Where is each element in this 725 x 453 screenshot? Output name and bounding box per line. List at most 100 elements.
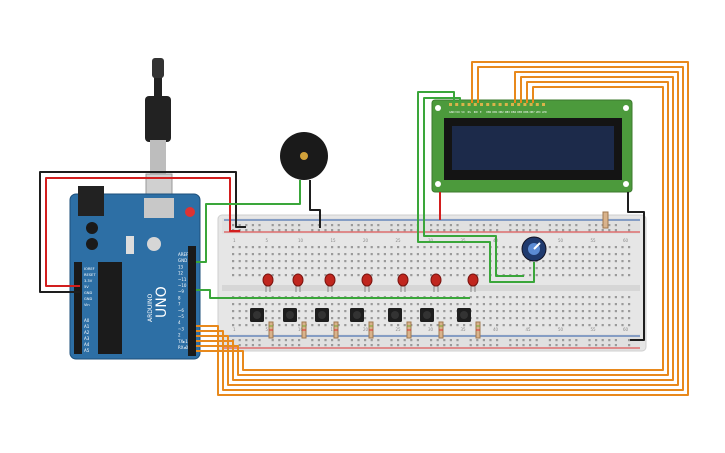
power-pin-label: 3.3V [84,279,93,283]
lcd-pin-label: V0 [461,111,465,114]
digital-pin-label: ~5 [178,314,184,319]
column-number: 55 [591,327,597,332]
led[interactable] [324,273,336,287]
digital-pin-label: 12 [178,271,184,276]
lcd-pin-label: LED [542,111,547,114]
led[interactable] [292,273,304,287]
buzzer-gnd-wire[interactable] [309,180,321,228]
led[interactable] [467,273,479,287]
column-number: 10 [298,327,304,332]
column-number: 55 [591,238,597,243]
column-number: 1 [233,327,236,332]
column-number: 60 [623,238,629,243]
digital-pin-label: TX▸1 [177,339,188,344]
vcc-wire[interactable] [45,177,240,287]
lcd-pin-label: DB4 [511,111,516,114]
lcd-pin-label: DB6 [523,111,528,114]
lcd-pin-label: VCC [455,111,460,114]
lcd-pin-label: DB7 [530,111,535,114]
digital-pin-label: 2 [178,333,181,338]
arduino-board[interactable]: UNO ARDUINO AREFGND1312~11~10~987~6~54~3… [69,186,201,360]
column-number: 45 [526,327,532,332]
lcd-gnd-wire[interactable] [627,192,645,341]
analog-pin-label: A5 [84,348,90,353]
lcd-data-wire[interactable] [196,66,684,391]
lcd-pin-label: RS [468,111,472,114]
board-model-label: UNO [154,286,170,318]
analog-pin-label: A2 [84,330,90,335]
column-number: 20 [363,327,369,332]
resistors[interactable] [268,321,481,339]
lcd-pin-label: DB1 [492,111,497,114]
digital-pin-label: 4 [178,320,181,325]
digital-pin-label: ~6 [178,308,184,313]
usb-cable[interactable] [145,58,173,211]
column-number: 35 [461,238,467,243]
led[interactable] [397,273,409,287]
lcd-pin-label: DB5 [517,111,522,114]
digital-pin-label: GND [178,258,187,263]
power-pin-label: GND [84,297,92,301]
lcd-data-wire[interactable] [196,86,664,371]
lcd-pin-label: RW [474,111,479,114]
lcd-pin-label: LED [536,111,541,114]
column-number: 10 [298,238,304,243]
digital-pin-label: 8 [178,295,181,300]
led[interactable] [262,273,274,287]
column-number: 25 [396,238,402,243]
gnd-wire[interactable] [39,171,246,293]
analog-pin-label: A0 [84,318,90,323]
analog-pin-label: A4 [84,342,90,347]
column-number: 20 [363,238,369,243]
digital-pin-label: ~3 [178,326,184,331]
potentiometer[interactable] [521,236,547,262]
column-number: 5 [266,238,269,243]
digital-pin-label: 13 [178,264,184,269]
lcd-pin-label: GND [449,111,455,114]
column-number: 15 [331,238,337,243]
backlight-resistor[interactable] [602,211,609,229]
push-buttons[interactable] [250,308,471,322]
wires[interactable] [39,61,689,396]
lcd-pin-label: DB2 [499,111,504,114]
power-pin-label: RESET [84,273,96,277]
column-number: 50 [558,238,564,243]
buzzer[interactable] [280,132,328,180]
analog-pin-label: A1 [84,324,90,329]
digital-pin-label: AREF [178,252,189,257]
column-number: 25 [396,327,402,332]
lcd-data-wire[interactable] [196,76,674,381]
column-numbers: 1155101015152020252530303535404045455050… [233,238,629,332]
digital-pin-label: ~10 [178,283,187,288]
column-number: 40 [493,327,499,332]
lcd-data-wire[interactable] [196,71,679,386]
buzzer-signal-wire[interactable] [196,180,301,263]
digital-pin-label: 7 [178,302,181,307]
digital-pin-label: RX◂0 [178,345,189,350]
board-brand-label: ARDUINO [147,293,154,322]
lcd-wire-1[interactable] [417,91,535,283]
lcd-data-wire[interactable] [196,61,689,396]
column-number: 5 [266,327,269,332]
power-pin-label: IOREF [84,267,95,271]
column-number: 1 [233,238,236,243]
power-pin-label: GND [84,291,92,295]
lcd-screen [452,126,614,170]
led-bus-wire[interactable] [196,289,470,299]
led[interactable] [361,273,373,287]
column-number: 30 [428,327,434,332]
lcd-data-wire[interactable] [196,81,669,376]
column-number: 50 [558,327,564,332]
led[interactable] [430,273,442,287]
analog-pin-label: A3 [84,336,90,341]
digital-pin-label: ~9 [178,289,184,294]
lcd-wire-2[interactable] [423,97,524,277]
leds[interactable] [262,273,479,292]
column-number: 15 [331,327,337,332]
